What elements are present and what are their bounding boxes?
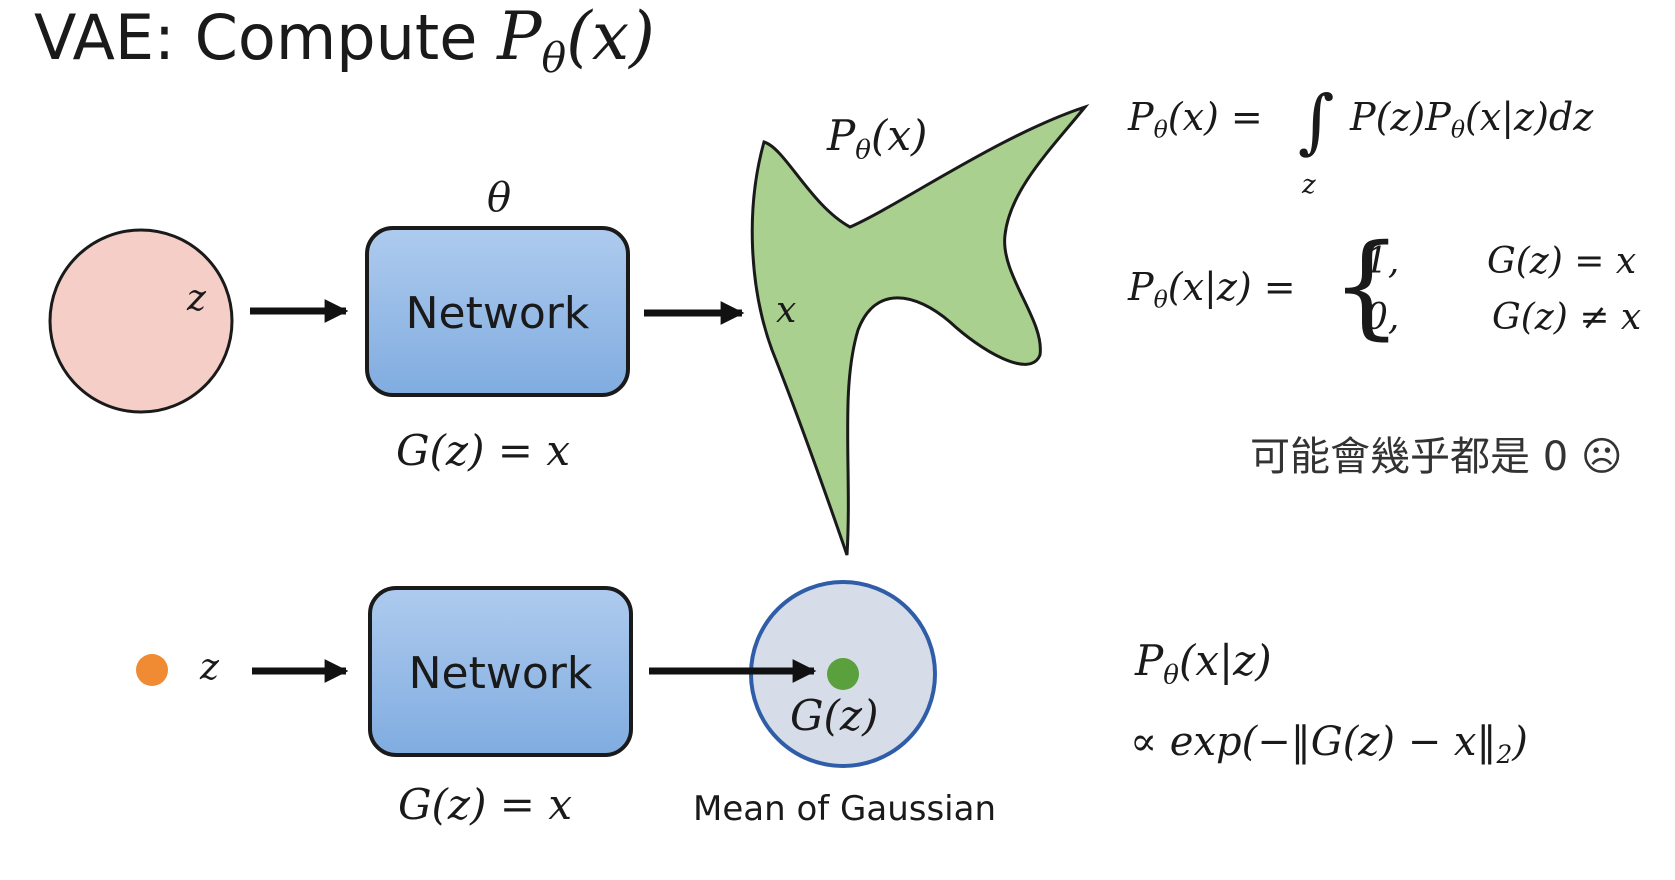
- latent-label-top: z: [187, 278, 206, 319]
- title-math-sub: θ: [541, 34, 567, 83]
- gauss-rhs-a: ∝ exp(−‖G(z) − x‖: [1130, 719, 1497, 765]
- case-two-condition: G(z) ≠ x: [1492, 297, 1642, 338]
- network-box-top: [365, 226, 630, 397]
- gaussian-mean-dot: [827, 658, 859, 690]
- generator-equation-bottom: G(z) = x: [398, 780, 573, 829]
- integral-sign: ∫: [1298, 80, 1335, 162]
- sample-x-label: x: [776, 290, 797, 331]
- case-one-condition: G(z) = x: [1487, 241, 1637, 282]
- gauss-rhs-sub: 2: [1496, 739, 1513, 769]
- marginal-equation-rhs: P(z)Pθ(x|z)dz: [1350, 98, 1593, 142]
- case-two-value: 0,: [1365, 297, 1400, 338]
- title-math-arg: (x): [566, 0, 655, 75]
- cond-lhs-sub: θ: [1153, 285, 1168, 314]
- gauss-lhs-sub: θ: [1163, 660, 1179, 691]
- gauss-rhs-b: ): [1512, 719, 1528, 765]
- distribution-label: Pθ(x): [827, 115, 927, 166]
- distribution-label-sub: θ: [855, 135, 871, 166]
- integral-variable: z: [1302, 170, 1316, 200]
- latent-sample-dot: [136, 654, 168, 686]
- network-box-bottom: [368, 586, 633, 757]
- title-math-p: P: [497, 0, 542, 75]
- title-math: Pθ(x): [497, 0, 655, 79]
- gaussian-mean-label: G(z): [790, 691, 879, 740]
- case-one-value: 1,: [1365, 241, 1400, 282]
- gaussian-equation-lhs: Pθ(x|z): [1135, 640, 1272, 691]
- marginal-lhs-arg: (x) =: [1167, 95, 1263, 139]
- marginal-equation-lhs: Pθ(x) =: [1128, 98, 1263, 142]
- title-text: VAE: Compute: [34, 1, 498, 74]
- gauss-lhs-arg: (x|z): [1178, 636, 1272, 685]
- zero-probability-note: 可能會幾乎都是 0 ☹: [1250, 434, 1623, 480]
- marginal-rhs-sub: θ: [1450, 115, 1465, 144]
- generator-equation-top: G(z) = x: [396, 426, 571, 475]
- marginal-rhs-a: P(z)P: [1350, 95, 1451, 139]
- slide-title: VAE: Compute Pθ(x): [34, 4, 655, 79]
- piecewise-brace: {: [1331, 221, 1403, 351]
- latent-space-circle: [48, 228, 234, 414]
- network-label-top: Network: [405, 288, 590, 339]
- theta-label: θ: [487, 175, 512, 221]
- distribution-label-p: P: [827, 111, 856, 160]
- network-label-bottom: Network: [408, 648, 593, 699]
- cond-lhs-arg: (x|z) =: [1167, 265, 1296, 309]
- cond-lhs-p: P: [1128, 265, 1154, 309]
- distribution-label-arg: (x): [870, 111, 928, 160]
- gaussian-equation-rhs: ∝ exp(−‖G(z) − x‖2): [1130, 722, 1528, 768]
- gauss-lhs-p: P: [1135, 636, 1164, 685]
- mean-of-gaussian-caption: Mean of Gaussian: [693, 789, 997, 829]
- data-distribution-blob: [750, 103, 1090, 556]
- conditional-equation-lhs: Pθ(x|z) =: [1128, 268, 1296, 312]
- latent-label-bottom: z: [200, 647, 219, 688]
- marginal-lhs-p: P: [1128, 95, 1154, 139]
- marginal-lhs-sub: θ: [1153, 115, 1168, 144]
- marginal-rhs-b: (x|z)dz: [1465, 95, 1594, 139]
